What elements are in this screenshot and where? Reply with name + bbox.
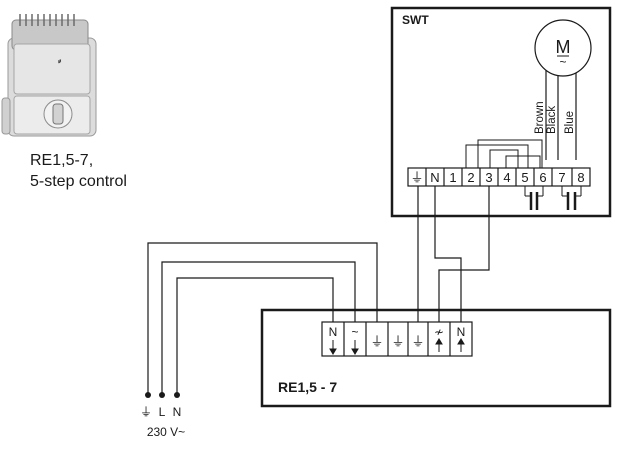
swt-terminal-4: 4 bbox=[503, 170, 510, 185]
wire-label-black: Black bbox=[546, 106, 558, 134]
swt-terminal-ground: ⏚ bbox=[410, 170, 423, 185]
controller-terminal-ground-3: ⏚ bbox=[411, 334, 424, 349]
supply-label-l: L bbox=[159, 405, 166, 419]
controller-terminal-n-in: N bbox=[329, 325, 338, 339]
controller-terminal-n-out: N bbox=[457, 325, 466, 339]
swt-terminal-5: 5 bbox=[521, 170, 528, 185]
wire-label-brown: Brown bbox=[534, 101, 546, 134]
swt-terminal-3: 3 bbox=[485, 170, 492, 185]
swt-terminal-1: 1 bbox=[449, 170, 456, 185]
swt-terminal-2: 2 bbox=[467, 170, 474, 185]
controller-terminal-ground-1: ⏚ bbox=[370, 334, 383, 349]
controller-terminal-l-out: ≁ bbox=[434, 325, 444, 339]
product-caption-line-2: 5-step control bbox=[30, 173, 127, 190]
controller-terminal-strip: N ~ ⏚ ⏚ ⏚ ≁ N bbox=[321, 321, 473, 357]
svg-text:ꬾ: ꬾ bbox=[58, 58, 62, 65]
motor-symbol: M ~ bbox=[534, 19, 592, 77]
controller-title: RE1,5 - 7 bbox=[278, 379, 337, 395]
capacitor-symbols bbox=[524, 186, 582, 210]
swt-unit: SWT M ~ Brown Black Blue bbox=[390, 6, 612, 218]
motor-letter: M bbox=[556, 37, 571, 57]
controller-terminal-l-in: ~ bbox=[351, 325, 358, 339]
controller-terminal-ground-2: ⏚ bbox=[391, 334, 404, 349]
motor-wave: ~ bbox=[559, 55, 566, 69]
product-caption: RE1,5-7, 5-step control bbox=[30, 150, 127, 192]
swt-terminal-6: 6 bbox=[539, 170, 546, 185]
wire-label-blue: Blue bbox=[564, 111, 576, 134]
swt-terminal-7: 7 bbox=[558, 170, 565, 185]
wiring-lines bbox=[147, 186, 490, 394]
product-caption-line-1: RE1,5-7, bbox=[30, 152, 94, 169]
supply-label-ground: ⏚ bbox=[140, 405, 152, 419]
supply-terminals bbox=[145, 392, 180, 398]
re-controller-unit: RE1,5 - 7 N ~ ⏚ ⏚ ⏚ ≁ N bbox=[260, 308, 612, 408]
swt-terminal-strip: ⏚ N 1 2 3 4 5 6 7 8 bbox=[407, 167, 591, 187]
supply-voltage: 230 V~ bbox=[147, 425, 185, 439]
supply-label-n: N bbox=[173, 405, 182, 419]
controller-product-illustration: ꬾ bbox=[1, 14, 97, 137]
swt-title: SWT bbox=[402, 13, 429, 27]
swt-terminal-8: 8 bbox=[577, 170, 584, 185]
swt-terminal-n: N bbox=[430, 170, 439, 185]
